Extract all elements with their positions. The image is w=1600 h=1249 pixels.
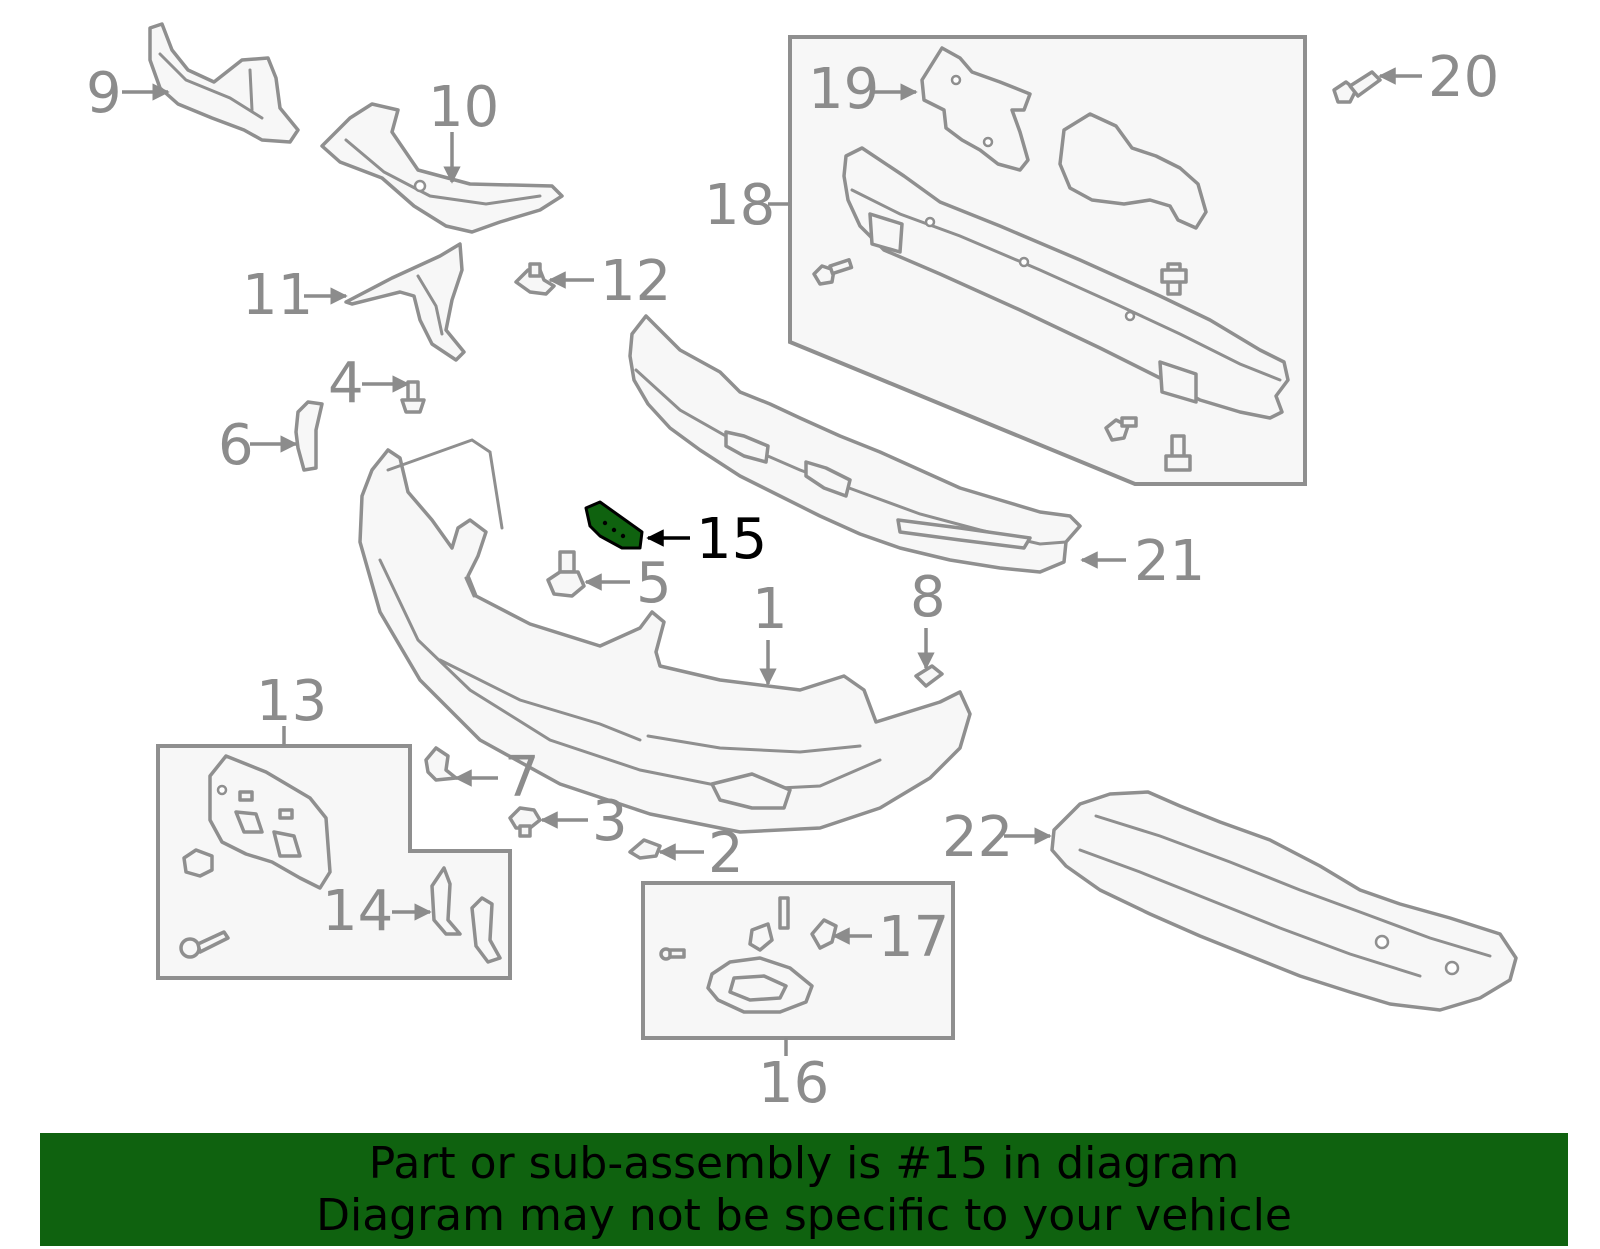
callout-4[interactable]: 4 [328, 351, 364, 416]
part-4-pin[interactable] [400, 380, 426, 414]
callout-6[interactable]: 6 [218, 413, 254, 478]
box-16 [641, 881, 955, 1040]
callout-19[interactable]: 19 [808, 57, 879, 122]
callout-18[interactable]: 18 [704, 173, 775, 238]
callout-22[interactable]: 22 [942, 805, 1013, 870]
part-10-bracket[interactable] [320, 102, 564, 234]
part-12-clip[interactable] [514, 262, 556, 296]
callout-21[interactable]: 21 [1134, 529, 1205, 594]
callout-20[interactable]: 20 [1428, 45, 1499, 110]
part-15-highlighted[interactable] [584, 500, 644, 550]
bolt-18c [1104, 416, 1138, 442]
part-16-screw [659, 947, 686, 961]
callout-1[interactable]: 1 [752, 577, 788, 642]
callout-15[interactable]: 15 [696, 507, 767, 572]
part-11-bracket[interactable] [344, 242, 466, 362]
callout-14[interactable]: 14 [322, 879, 393, 944]
callout-16[interactable]: 16 [758, 1051, 829, 1116]
callout-17[interactable]: 17 [878, 905, 949, 970]
callout-11[interactable]: 11 [242, 263, 313, 328]
part-21-absorber[interactable] [628, 314, 1082, 574]
callout-10[interactable]: 10 [428, 75, 499, 140]
callout-2[interactable]: 2 [708, 821, 744, 886]
bolt-18a [812, 258, 854, 286]
part-18-reinforcement[interactable] [842, 146, 1290, 420]
part-3-clip[interactable] [508, 806, 542, 838]
part-20-bolt[interactable] [1332, 70, 1382, 104]
part-19-bracket[interactable] [920, 46, 1208, 230]
part-13-nut [182, 848, 214, 878]
callout-9[interactable]: 9 [86, 61, 122, 126]
callouts: 9 10 11 12 4 6 15 5 1 8 21 13 7 3 2 14 1… [86, 45, 1499, 1116]
callout-3[interactable]: 3 [592, 789, 628, 854]
part-13-license-bracket[interactable] [208, 754, 332, 890]
callout-5[interactable]: 5 [636, 551, 672, 616]
banner-line-1: Part or sub-assembly is #15 in diagram [368, 1137, 1240, 1189]
part-8-plug[interactable] [914, 664, 944, 688]
info-banner: Part or sub-assembly is #15 in diagram D… [40, 1133, 1568, 1246]
part-16-fog-lamp[interactable] [659, 896, 814, 1014]
callout-8[interactable]: 8 [910, 565, 946, 630]
bolt-18b [1160, 262, 1188, 296]
callout-12[interactable]: 12 [600, 249, 671, 314]
callout-7[interactable]: 7 [504, 745, 540, 810]
bolt-18d [1164, 434, 1192, 472]
leader-lines [122, 67, 1422, 1056]
banner-background [40, 1133, 1568, 1246]
part-7-bracket[interactable] [424, 746, 458, 782]
banner-line-2: Diagram may not be specific to your vehi… [316, 1189, 1292, 1241]
part-2-nut[interactable] [628, 838, 662, 860]
part-13-bolt [179, 930, 230, 959]
part-14-bracket[interactable] [430, 866, 502, 964]
callout-13[interactable]: 13 [256, 669, 327, 734]
part-9-bracket[interactable] [148, 22, 300, 144]
part-5-clip[interactable] [546, 550, 586, 598]
part-22-undercover[interactable] [1050, 790, 1518, 1012]
part-6-trim[interactable] [294, 400, 324, 472]
